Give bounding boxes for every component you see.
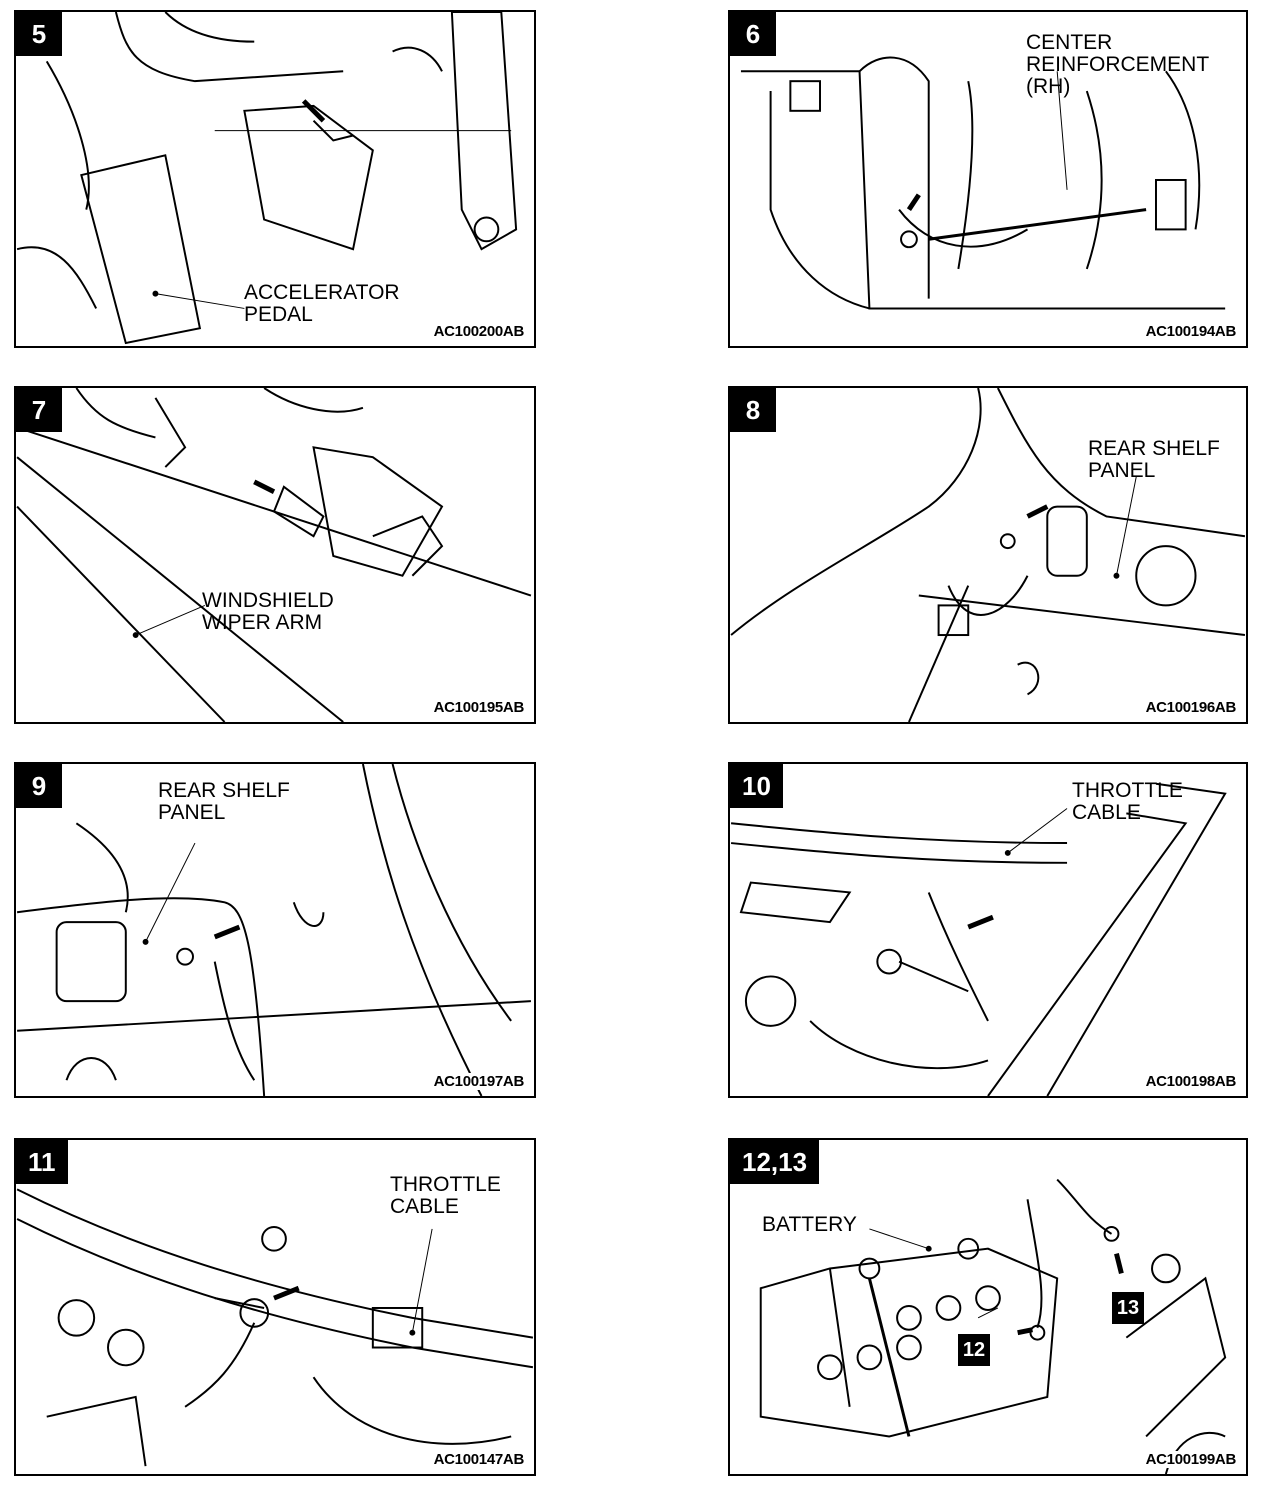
figure-code: AC100194AB bbox=[1143, 323, 1238, 340]
step-number: 8 bbox=[730, 388, 776, 432]
battery-label: BATTERY bbox=[762, 1213, 857, 1236]
rear-shelf-panel-label: REAR SHELF PANEL bbox=[158, 779, 290, 824]
panel-11: 11 THROTTLE CABLE AC100147AB bbox=[14, 1138, 536, 1476]
panel-5: 5 ACCELERATOR PEDAL AC100200AB bbox=[14, 10, 536, 348]
throttle-cable-label: THROTTLE CABLE bbox=[1072, 779, 1183, 824]
step-number: 11 bbox=[16, 1140, 68, 1184]
rear-shelf-panel-label: REAR SHELF PANEL bbox=[1088, 437, 1220, 482]
step-number: 7 bbox=[16, 388, 62, 432]
throttle-cable-illustration bbox=[730, 782, 1227, 1096]
step-number: 5 bbox=[16, 12, 62, 56]
callout-13: 13 bbox=[1112, 1292, 1144, 1324]
accelerator-pedal-label: ACCELERATOR PEDAL bbox=[244, 281, 400, 326]
figure-code: AC100196AB bbox=[1143, 699, 1238, 716]
step-number: 9 bbox=[16, 764, 62, 808]
battery-illustration bbox=[759, 1178, 1227, 1474]
step-number: 12,13 bbox=[730, 1140, 820, 1184]
center-reinforcement-illustration bbox=[740, 56, 1226, 310]
figure-code: AC100199AB bbox=[1143, 1451, 1238, 1468]
rear-shelf-panel-illustration bbox=[730, 388, 1246, 722]
figure-code: AC100200AB bbox=[431, 323, 526, 340]
windshield-wiper-arm-label: WINDSHIELD WIPER ARM bbox=[202, 589, 334, 634]
center-reinforcement-label: CENTER REINFORCEMENT (RH) bbox=[1026, 31, 1210, 98]
windshield-wiper-arm-illustration bbox=[16, 388, 532, 722]
panel-6: 6 CENTER REINFORCEMENT (RH) AC100194AB bbox=[728, 10, 1248, 348]
throttle-cable-label: THROTTLE CABLE bbox=[390, 1173, 501, 1218]
step-number: 10 bbox=[730, 764, 783, 808]
figure-code: AC100198AB bbox=[1143, 1073, 1238, 1090]
panel-8: 8 REAR SHELF PANEL AC100196AB bbox=[728, 386, 1248, 724]
panel-12-13: 12,13 BATTERY 12 13 AC100199AB bbox=[728, 1138, 1248, 1476]
step-number: 6 bbox=[730, 12, 776, 56]
callout-12: 12 bbox=[958, 1334, 990, 1366]
figure-code: AC100147AB bbox=[431, 1451, 526, 1468]
accelerator-pedal-illustration bbox=[16, 12, 518, 345]
figure-code: AC100197AB bbox=[431, 1073, 526, 1090]
panel-7: 7 WINDSHIELD WIPER ARM AC100195AB bbox=[14, 386, 536, 724]
rear-shelf-panel-illustration-2 bbox=[16, 764, 531, 1096]
figure-code: AC100195AB bbox=[431, 699, 526, 716]
panel-9: 9 REAR SHELF PANEL AC100197AB bbox=[14, 762, 536, 1098]
panel-10: 10 THROTTLE CABLE AC100198AB bbox=[728, 762, 1248, 1098]
throttle-cable-illustration-2 bbox=[16, 1188, 534, 1467]
